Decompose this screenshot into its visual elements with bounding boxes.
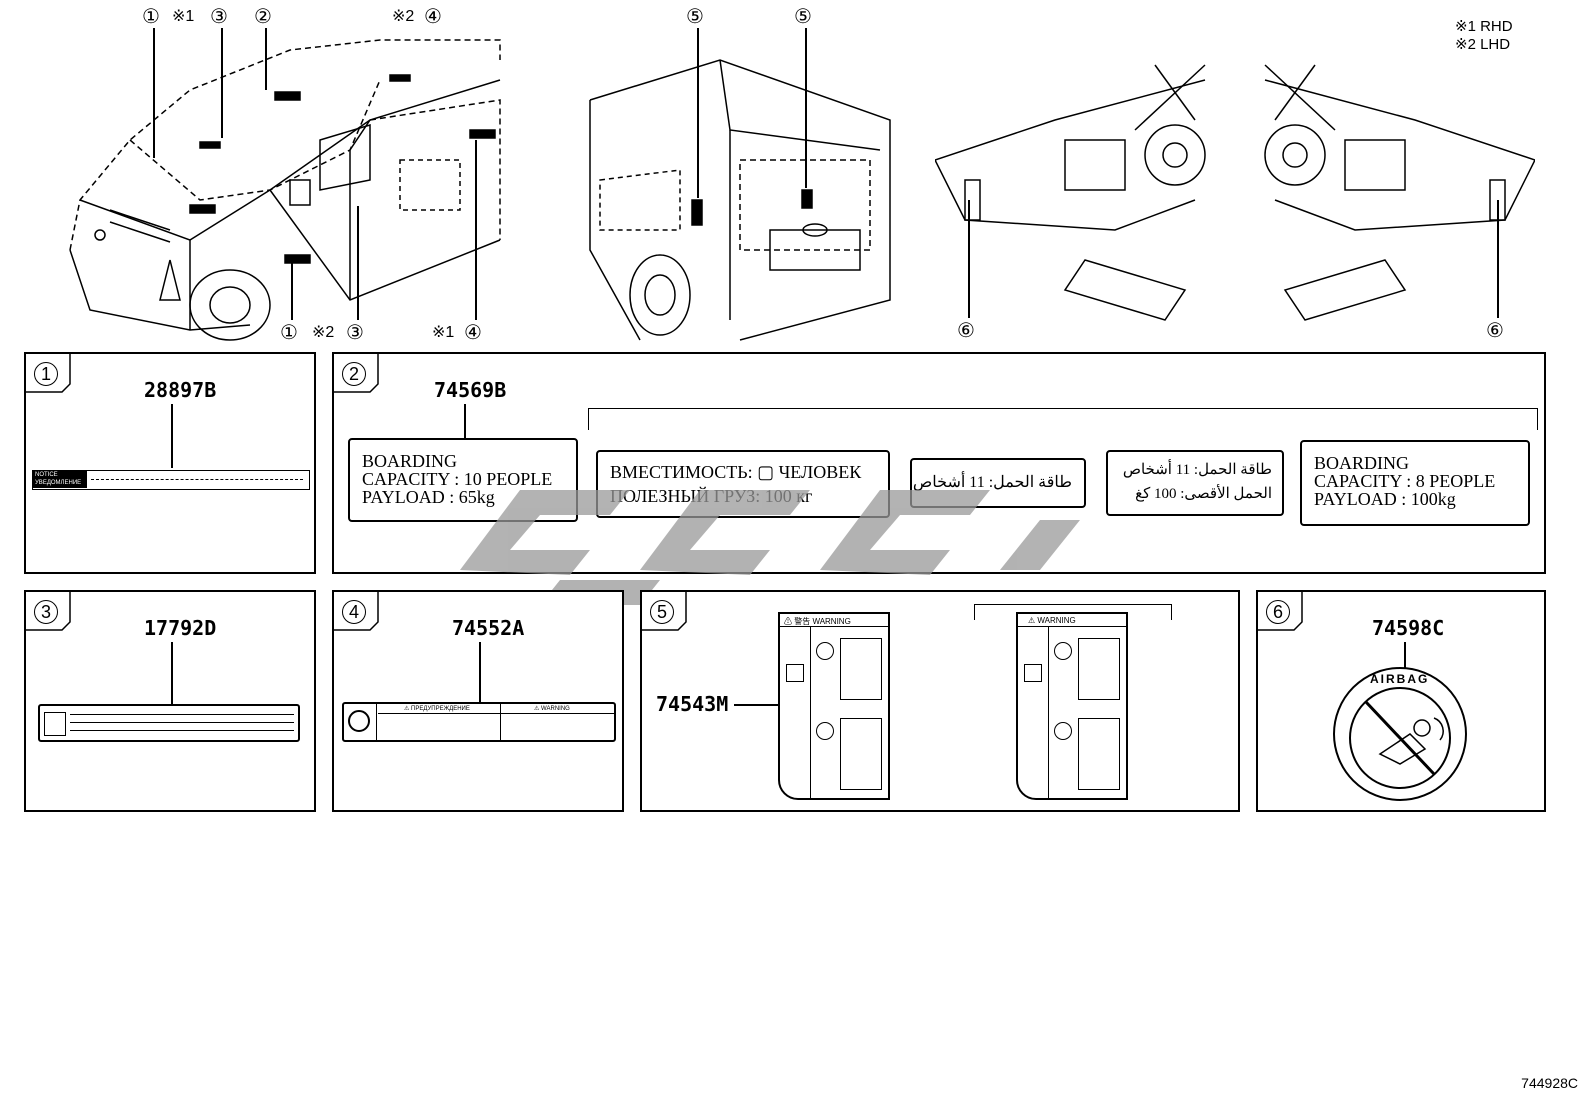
warning-ru: ⚠ ПРЕДУПРЕЖДЕНИЕ <box>404 706 470 712</box>
note-1-bottom: ※1 <box>432 324 455 341</box>
capacity-label-arabic-long: طاقة الحمل: 11 أشخاص الحمل الأقصى: 100 ك… <box>1106 450 1284 516</box>
airbag-text: AIRBAG <box>1370 672 1430 686</box>
manual-icon-a <box>786 664 804 682</box>
airbag-label: AIRBAG <box>1330 664 1470 804</box>
note-2-bottom: ※2 <box>312 324 335 341</box>
panel-1-tab: 1 <box>26 354 72 394</box>
callout-1-top: ① <box>142 6 160 28</box>
part-code-74569B: 74569B <box>434 378 507 402</box>
notice-label-header: NOTICE УВЕДОМЛЕНИЕ <box>33 471 87 488</box>
callout-6-lhd: ⑥ <box>1486 320 1504 342</box>
panel-3-tab: 3 <box>26 592 72 632</box>
callout-6-rhd: ⑥ <box>957 320 975 342</box>
label-74552A: ⚠ ПРЕДУПРЕЖДЕНИЕ ⚠ WARNING <box>342 702 616 742</box>
panel-2-tab: 2 <box>334 354 380 394</box>
panel-6: 6 74598C AIRBAG <box>1256 590 1546 812</box>
panel-4: 4 74552A ⚠ ПРЕДУПРЕЖДЕНИЕ ⚠ WARNING <box>332 590 624 812</box>
panel-6-number: 6 <box>1266 600 1290 624</box>
legend: ※1 RHD ※2 LHD <box>1455 18 1513 54</box>
vehicle-rear-illustration <box>580 0 910 345</box>
leader-6-rhd <box>968 200 970 318</box>
part-code-28897B: 28897B <box>144 378 217 402</box>
panel-1-number: 1 <box>34 362 58 386</box>
legend-rhd: ※1 RHD <box>1455 18 1513 35</box>
capacity-label-8-people: BOARDING CAPACITY : 8 PEOPLE PAYLOAD : 1… <box>1300 440 1530 526</box>
leader-6-lhd <box>1497 200 1499 318</box>
panel-6-tab: 6 <box>1258 592 1304 632</box>
prohibit-icon-b1 <box>1054 642 1072 660</box>
leader-74598C <box>1404 642 1406 668</box>
seat-picture-b1 <box>1078 638 1120 700</box>
prohibit-icon-a1 <box>816 642 834 660</box>
leader-3-top <box>221 28 223 138</box>
callout-3-top: ③ <box>210 6 228 28</box>
warning-label-b-header: ⚠ WARNING <box>1028 616 1076 625</box>
variant-bracket-5 <box>974 604 1172 620</box>
leader-5-right <box>805 28 807 188</box>
dashboard-rhd-illustration <box>934 60 1215 330</box>
panel-2-number: 2 <box>342 362 366 386</box>
leader-74543M <box>734 704 778 706</box>
manual-icon-b <box>1024 664 1042 682</box>
leader-74552A <box>479 642 481 704</box>
dashboard-lhd-illustration <box>1255 60 1536 330</box>
warning-en: ⚠ WARNING <box>534 706 570 712</box>
leader-74569B <box>464 404 466 438</box>
panel-3-number: 3 <box>34 600 58 624</box>
leader-3-bottom <box>357 206 359 320</box>
callout-5-left: ⑤ <box>686 6 704 28</box>
notice-label: NOTICE УВЕДОМЛЕНИЕ <box>32 470 310 490</box>
label-17792D-icon <box>44 712 66 736</box>
no-symbol-icon <box>348 710 370 732</box>
warning-label-a-header: ⚠ 警告 WARNING <box>784 617 851 626</box>
panel-5-tab: 5 <box>642 592 688 632</box>
warning-label-b: ⚠ WARNING <box>1016 612 1128 800</box>
leader-5-left <box>697 28 699 198</box>
legend-lhd: ※2 LHD <box>1455 36 1511 53</box>
leader-1-top <box>153 28 155 158</box>
callout-1-bottom: ① <box>280 322 298 344</box>
leader-17792D <box>171 642 173 704</box>
callout-5-right: ⑤ <box>794 6 812 28</box>
part-code-74552A: 74552A <box>452 616 525 640</box>
callout-3-bottom: ③ <box>346 322 364 344</box>
panel-3: 3 17792D <box>24 590 316 812</box>
leader-1-bottom <box>291 262 293 320</box>
leader-4-bottom <box>475 140 477 320</box>
prohibit-icon-a2 <box>816 722 834 740</box>
variant-bracket <box>588 408 1538 430</box>
callout-4-top: ④ <box>424 6 442 28</box>
part-code-74543M: 74543M <box>656 692 729 716</box>
panel-2: 2 74569B BOARDING CAPACITY : 10 PEOPLE P… <box>332 352 1546 574</box>
callout-2-top: ② <box>254 6 272 28</box>
callout-4-bottom: ④ <box>464 322 482 344</box>
label-17792D <box>38 704 300 742</box>
part-code-74598C: 74598C <box>1372 616 1445 640</box>
leader-2-top <box>265 28 267 90</box>
panel-4-number: 4 <box>342 600 366 624</box>
part-code-17792D: 17792D <box>144 616 217 640</box>
vehicle-front-illustration <box>50 0 560 345</box>
seat-picture-a2 <box>840 718 882 790</box>
prohibit-icon-b2 <box>1054 722 1072 740</box>
panel-4-tab: 4 <box>334 592 380 632</box>
panel-1: 1 28897B NOTICE УВЕДОМЛЕНИЕ <box>24 352 316 574</box>
seat-picture-a1 <box>840 638 882 700</box>
warning-label-a: ⚠ 警告 WARNING <box>778 612 890 800</box>
note-1-top: ※1 <box>172 8 195 25</box>
leader-28897B <box>171 404 173 468</box>
watermark <box>440 470 1100 610</box>
panel-5: 5 74543M ⚠ 警告 WARNING ⚠ WARNING <box>640 590 1240 812</box>
seat-picture-b2 <box>1078 718 1120 790</box>
diagram-number: 744928C <box>1521 1075 1578 1091</box>
note-2-top: ※2 <box>392 8 415 25</box>
panel-5-number: 5 <box>650 600 674 624</box>
